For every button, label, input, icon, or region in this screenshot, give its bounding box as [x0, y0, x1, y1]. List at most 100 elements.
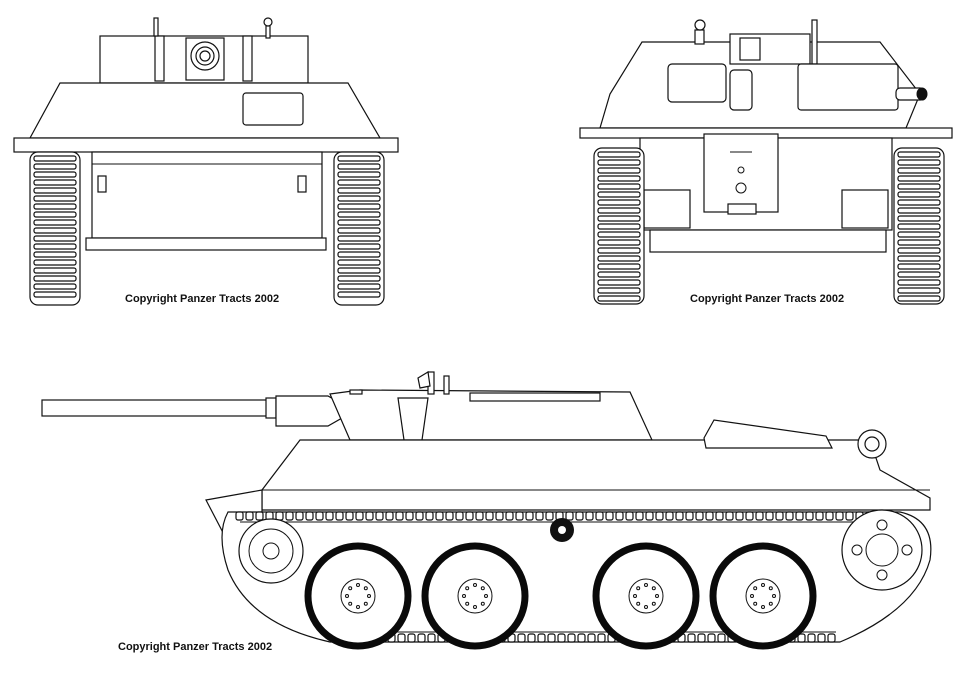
track-link — [33, 179, 77, 186]
track-link — [33, 275, 77, 282]
track-link — [897, 231, 941, 238]
track-link — [465, 511, 474, 521]
track-link — [337, 251, 381, 258]
wheel-bolt — [348, 601, 353, 606]
wheel-bolt — [750, 594, 754, 598]
track-link — [597, 263, 641, 270]
track-link — [427, 633, 436, 643]
track-link — [765, 511, 774, 521]
rear-superstructure — [579, 19, 953, 139]
track-link — [33, 171, 77, 178]
track-link — [337, 163, 381, 170]
track-link — [897, 271, 941, 278]
wheel-bolt — [768, 586, 773, 591]
track-link — [33, 235, 77, 242]
track-link — [897, 247, 941, 254]
track-link — [575, 511, 584, 521]
track-link — [417, 633, 426, 643]
track-link — [597, 183, 641, 190]
track-link — [825, 511, 834, 521]
track-link — [697, 633, 706, 643]
track-link — [275, 511, 284, 521]
wheel-bolt — [651, 601, 656, 606]
front-right-track — [333, 151, 385, 306]
wheel-bolt — [367, 594, 371, 598]
track-link — [337, 283, 381, 290]
track-link — [645, 511, 654, 521]
track-link — [365, 511, 374, 521]
side-return-roller — [548, 516, 576, 542]
track-link — [33, 163, 77, 170]
side-view — [41, 371, 932, 650]
wheel-bolt — [651, 586, 656, 591]
track-link — [397, 633, 406, 643]
track-link — [407, 633, 416, 643]
wheel-bolt — [655, 594, 659, 598]
track-link — [597, 175, 641, 182]
track-link — [897, 191, 941, 198]
track-link — [597, 279, 641, 286]
track-link — [827, 633, 836, 643]
side-gun — [41, 395, 343, 427]
wheel-bolt — [633, 594, 637, 598]
track-link — [335, 511, 344, 521]
track-link — [625, 511, 634, 521]
track-link — [897, 199, 941, 206]
track-link — [897, 183, 941, 190]
track-link — [577, 633, 586, 643]
track-link — [897, 295, 941, 302]
track-link — [455, 511, 464, 521]
track-link — [33, 267, 77, 274]
track-link — [597, 295, 641, 302]
track-link — [33, 187, 77, 194]
track-link — [33, 203, 77, 210]
wheel-bolt — [363, 601, 368, 606]
track-link — [597, 215, 641, 222]
track-link — [345, 511, 354, 521]
track-link — [337, 219, 381, 226]
track-link — [33, 155, 77, 162]
track-link — [897, 175, 941, 182]
side-road-wheel-1 — [304, 542, 412, 650]
track-link — [665, 511, 674, 521]
track-link — [705, 511, 714, 521]
track-link — [725, 511, 734, 521]
wheel-bolt — [753, 586, 758, 591]
track-link — [775, 511, 784, 521]
track-link — [597, 247, 641, 254]
track-link — [355, 511, 364, 521]
track-link — [597, 191, 641, 198]
track-link — [375, 511, 384, 521]
track-link — [845, 511, 854, 521]
front-view-caption: Copyright Panzer Tracts 2002 — [125, 293, 280, 305]
track-link — [425, 511, 434, 521]
front-hull — [13, 82, 399, 251]
track-link — [785, 511, 794, 521]
track-link — [597, 167, 641, 174]
track-link — [597, 151, 641, 158]
track-link — [797, 633, 806, 643]
track-link — [687, 633, 696, 643]
track-link — [337, 291, 381, 298]
wheel-bolt — [644, 605, 648, 609]
track-link — [597, 159, 641, 166]
track-link — [615, 511, 624, 521]
track-link — [337, 211, 381, 218]
track-link — [33, 219, 77, 226]
track-link — [597, 207, 641, 214]
track-link — [597, 255, 641, 262]
track-link — [33, 227, 77, 234]
side-view-caption: Copyright Panzer Tracts 2002 — [118, 641, 273, 653]
track-link — [897, 255, 941, 262]
track-link — [897, 207, 941, 214]
track-link — [337, 275, 381, 282]
track-link — [33, 259, 77, 266]
wheel-bolt — [480, 601, 485, 606]
rear-view — [579, 19, 953, 305]
track-link — [585, 511, 594, 521]
track-link — [595, 511, 604, 521]
track-link — [337, 243, 381, 250]
track-link — [565, 511, 574, 521]
track-link — [897, 287, 941, 294]
track-link — [897, 215, 941, 222]
